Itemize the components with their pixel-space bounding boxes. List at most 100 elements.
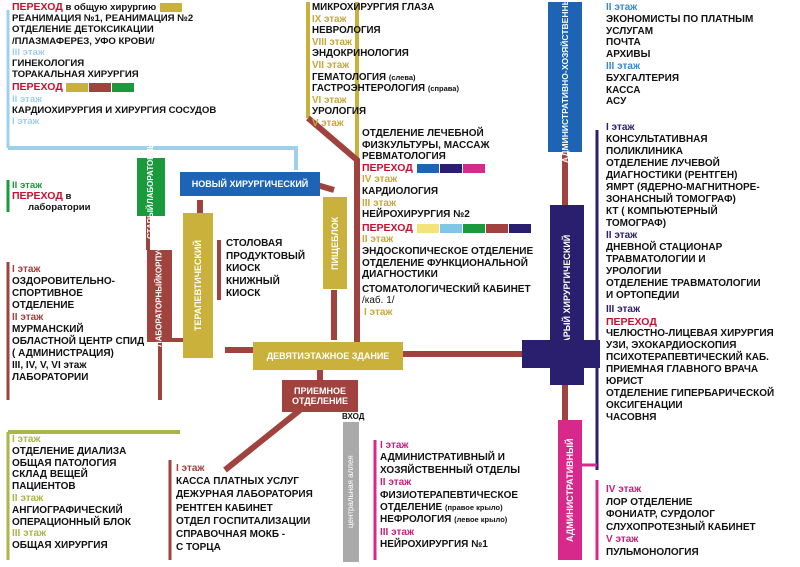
floor-label: II этаж	[606, 230, 638, 241]
item-gynecology: ГИНЕКОЛОГИЯ	[12, 58, 85, 70]
floor-label: I этаж	[12, 264, 41, 275]
item-angio-1: АНГИОГРАФИЧЕСКИЙ	[12, 504, 123, 516]
floor-label: IV этаж	[362, 174, 398, 186]
floor-label: I этаж	[380, 440, 409, 451]
item-archives: АРХИВЫ	[606, 49, 651, 61]
item-gastro: ГАСТРОЭНТЕРОЛОГИЯ	[312, 83, 426, 95]
bottom-left-group: I этаж ОТДЕЛЕНИЕ ДИАЛИЗА ОБЩАЯ ПАТОЛОГИЯ…	[12, 434, 131, 552]
floor-label: III этаж	[606, 304, 641, 315]
item-dental: СТОМАТОЛОГИЧЕСКИЙ КАБИНЕТ	[362, 283, 531, 295]
perehod-general-surgery-note: в общую хирургию	[65, 2, 157, 13]
central-alley[interactable]: центральная аллея	[343, 422, 359, 562]
nine-story-upper: МИКРОХИРУРГИЯ ГЛАЗА IX этаж НЕВРОЛОГИЯ V…	[312, 2, 459, 130]
old-lab-building[interactable]: СТАРЫЙ ЛАБОРАТОРНЫЙ	[137, 135, 165, 239]
perehod-lab[interactable]: ПЕРЕХОД	[12, 190, 63, 203]
perehod-nine-1[interactable]: ПЕРЕХОД	[362, 161, 413, 174]
item-cashbox: КАССА ПЛАТНЫХ УСЛУГ	[176, 476, 299, 488]
swatch-magenta	[462, 163, 485, 173]
floor-label: II этаж	[362, 234, 394, 246]
admin-group: I этаж АДМИНИСТРАТИВНЫЙ И ХОЗЯЙСТВЕННЫЙ …	[380, 440, 520, 552]
item-physio-1: ОТДЕЛЕНИЕ ЛЕЧЕБНОЙ	[362, 128, 484, 139]
item-ent: ЛОР ОТДЕЛЕНИЕ	[606, 496, 693, 508]
swatch-brown	[485, 223, 508, 233]
item-storage-1: СКЛАД ВЕЩЕЙ	[12, 469, 88, 481]
item-mri-2: ЗОНАНСНЫЙ ТОМОГРАФ)	[606, 194, 736, 205]
floor-label: VII этаж	[312, 59, 350, 71]
item-xray: РЕНТГЕН КАБИНЕТ	[176, 502, 273, 514]
item-hyperbaric-2: ОКСИГЕНАЦИИ	[606, 400, 683, 411]
item-pulmonology: ПУЛЬМОНОЛОГИЯ	[606, 546, 699, 558]
item-cardiology: КАРДИОЛОГИЯ	[362, 185, 439, 197]
swatch-brown	[89, 83, 112, 93]
food-block-label: ПИЩЕБЛОК	[330, 216, 340, 270]
perehod-2[interactable]: ПЕРЕХОД	[12, 81, 63, 94]
item-urology: УРОЛОГИЯ	[312, 106, 367, 118]
floor-label: II этаж	[12, 312, 44, 323]
lab-corpus-building[interactable]: ЛАБОРАТОРНЫЙ КОРПУС	[147, 245, 172, 347]
admin-economic-building[interactable]: АДМИНИСТРАТИВНО- ХОЗЯЙСТВЕННЫЙ	[548, 0, 582, 163]
item-nephrology: НЕФРОЛОГИЯ	[380, 514, 452, 526]
item-dental-room: /каб. 1/	[362, 295, 395, 307]
admin-economic-group: II этаж ЭКОНОМИСТЫ ПО ПЛАТНЫМ УСЛУГАМ ПО…	[606, 2, 753, 108]
admin-building[interactable]: АДМИНИСТРАТИВНЫЙ	[558, 420, 582, 560]
item-chapel: ЧАСОВНЯ	[606, 412, 657, 423]
item-admin-2: ХОЗЯЙСТВЕННЫЙ ОТДЕЛЫ	[380, 464, 520, 476]
item-lawyer: ЮРИСТ	[606, 376, 644, 387]
new-surgical-building[interactable]: НОВЫЙ ХИРУРГИЧЕСКИЙ	[180, 172, 320, 196]
food-block-building[interactable]: ПИЩЕБЛОК	[323, 197, 347, 289]
item-hospitalization: ОТДЕЛ ГОСПИТАЛИЗАЦИИ	[176, 515, 311, 527]
item-hyperbaric-1: ОТДЕЛЕНИЕ ГИПЕРБАРИЧЕСКОЙ	[606, 388, 775, 399]
item-accounting: БУХГАЛТЕРИЯ	[606, 72, 680, 84]
item-nephrology-note: (левое крыло)	[454, 515, 508, 525]
floor-label: III, IV, V, VI этаж	[12, 360, 87, 371]
item-ultrasound: УЗИ, ЭХОКАРДИОСКОПИЯ	[606, 340, 737, 351]
item-book-kiosk-2: КИОСК	[226, 288, 261, 299]
connector-new-surgical-top	[8, 146, 298, 170]
floor-label: I этаж	[12, 116, 40, 128]
floor-label: V этаж	[606, 534, 639, 546]
entrance-label: ВХОД	[342, 412, 365, 421]
item-asu: АСУ	[606, 96, 627, 108]
floor-label: III этаж	[12, 46, 45, 58]
item-aids-3: ( АДМИНИСТРАЦИЯ)	[12, 348, 114, 359]
old-lab-label-1: СТАРЫЙ	[146, 204, 155, 239]
swatch-green	[462, 223, 485, 233]
priemnoe-label-1: ПРИЕМНОЕ	[294, 386, 346, 396]
swatch-green	[112, 83, 135, 93]
item-physiotherapy: ФИЗИОТЕРАПЕВТИЧЕСКОЕ	[380, 489, 519, 501]
floor-label: I этаж	[606, 122, 635, 133]
swatch-navy	[508, 223, 531, 233]
old-lab-label-2: ЛАБОРАТОРНЫЙ	[146, 135, 155, 205]
item-sport-3: ОТДЕЛЕНИЕ	[12, 300, 75, 311]
item-food-kiosk-2: КИОСК	[226, 263, 261, 274]
item-hearing: СЛУХОПРОТЕЗНЫЙ КАБИНЕТ	[606, 521, 756, 533]
old-surgical-label: СТАРЫЙ ХИРУРГИЧЕСКИЙ	[562, 234, 572, 356]
perehod-nine-2[interactable]: ПЕРЕХОД	[362, 221, 413, 234]
lab-corpus-label-1: ЛАБОРАТОРНЫЙ	[154, 277, 164, 347]
nine-story-building[interactable]: ДЕВЯТИЭТАЖНОЕ ЗДАНИЕ	[253, 342, 403, 370]
swatch-lightyellow	[416, 223, 439, 233]
item-trauma-2: И ОРТОПЕДИИ	[606, 290, 680, 301]
item-gastro-note: (справа)	[427, 84, 459, 94]
floor-label: VI этаж	[312, 94, 347, 106]
item-day-hospital-1: ДНЕВНОЙ СТАЦИОНАР	[606, 242, 723, 253]
item-food-kiosk-1: ПРОДУКТОВЫЙ	[226, 250, 306, 262]
item-chief-reception: ПРИЕМНАЯ ГЛАВНОГО ВРАЧА	[606, 364, 759, 375]
floor-label: III этаж	[362, 197, 397, 209]
nine-story-lower: ОТДЕЛЕНИЕ ЛЕЧЕБНОЙ ФИЗКУЛЬТУРЫ, МАССАЖ Р…	[362, 128, 533, 319]
item-book-kiosk-1: КНИЖНЫЙ	[226, 275, 280, 287]
priemnoe-label-2: ОТДЕЛЕНИЕ	[292, 396, 348, 406]
item-consult-1: КОНСУЛЬТАТИВНАЯ	[606, 134, 708, 145]
item-trauma-1: ОТДЕЛЕНИЕ ТРАВМАТОЛОГИИ	[606, 278, 761, 289]
item-info-2: С ТОРЦА	[176, 542, 221, 554]
floor-label: II этаж	[12, 492, 44, 504]
perehod-old-surgical[interactable]: ПЕРЕХОД	[606, 316, 657, 328]
priemnoe-building[interactable]: ПРИЕМНОЕ ОТДЕЛЕНИЕ	[282, 380, 358, 412]
item-eye-microsurgery: МИКРОХИРУРГИЯ ГЛАЗА	[312, 2, 435, 13]
item-kassa: КАССА	[606, 84, 641, 96]
therapeutic-building[interactable]: ТЕРАПЕВТИЧЕСКИЙ	[183, 213, 213, 358]
item-radiology-2: ДИАГНОСТИКИ (РЕНТГЕН)	[606, 170, 738, 181]
item-physiotherapy-2: ОТДЕЛЕНИЕ	[380, 502, 443, 514]
perehod-general-surgery[interactable]: ПЕРЕХОД	[12, 1, 63, 13]
perehod-lab-note-1: в	[65, 191, 72, 203]
